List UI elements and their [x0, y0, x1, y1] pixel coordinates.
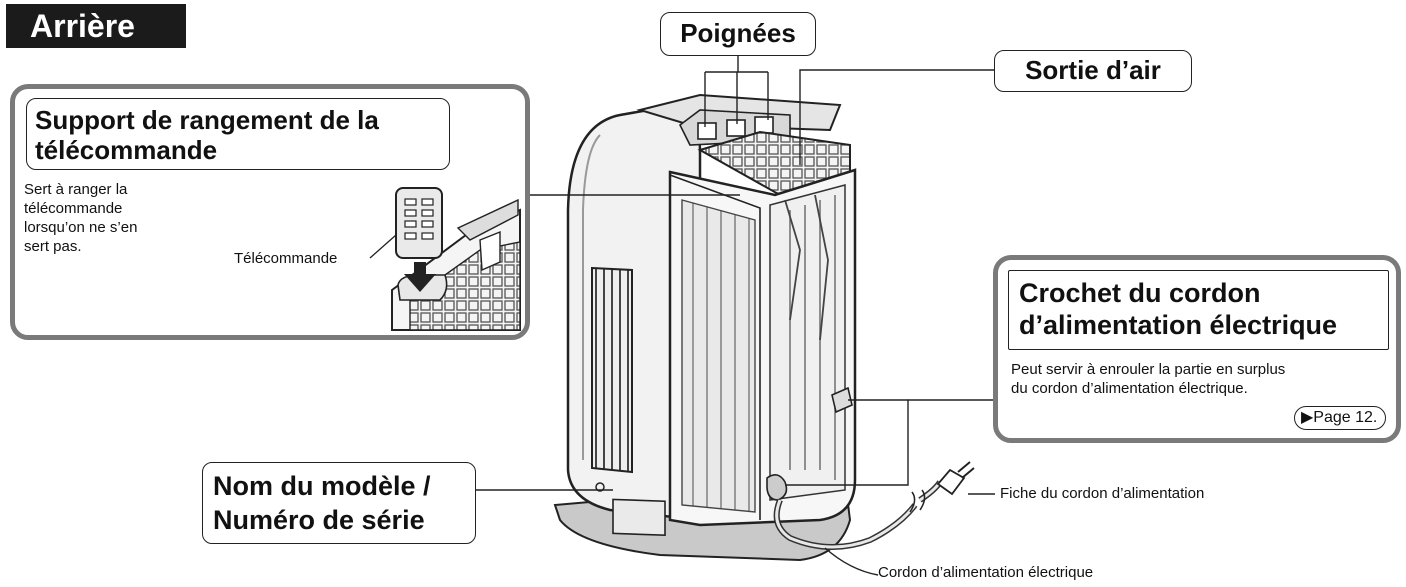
- remote-holder-title: Support de rangement de la télécommande: [26, 98, 450, 170]
- page-reference-link[interactable]: ▶Page 12.: [1294, 406, 1387, 430]
- cord-hook-desc-line: Peut servir à enrouler la partie en surp…: [1011, 361, 1286, 378]
- remote-holder-description: Sert à ranger la télécommande lorsqu’on …: [24, 180, 204, 256]
- handles-label: Poignées: [660, 12, 816, 56]
- remote-holder-desc-line: lorsqu’on ne s’en: [24, 219, 138, 236]
- remote-label: Télécommande: [234, 250, 338, 267]
- remote-holder-desc-line: télécommande: [24, 200, 123, 217]
- remote-holder-desc-line: Sert à ranger la: [24, 181, 128, 198]
- remote-holder-title-line2: télécommande: [35, 135, 218, 165]
- cord-hook-desc-line: du cordon d’alimentation électrique.: [1011, 380, 1248, 397]
- model-serial-label: Nom du modèle / Numéro de série: [202, 462, 476, 544]
- air-outlet-label-text: Sortie d’air: [1025, 55, 1161, 85]
- cord-hook-title-line2: d’alimentation électrique: [1019, 310, 1338, 340]
- plug-label: Fiche du cordon d’alimentation: [1000, 485, 1205, 502]
- remote-holder-desc-line: sert pas.: [24, 238, 82, 255]
- cord-hook-title-line1: Crochet du cordon: [1019, 278, 1261, 308]
- model-label-line1: Nom du modèle /: [213, 471, 431, 501]
- remote-holder-title-line1: Support de rangement de la: [35, 105, 379, 135]
- model-label-line2: Numéro de série: [213, 505, 425, 535]
- cord-hook-description: Peut servir à enrouler la partie en surp…: [1011, 360, 1391, 398]
- cord-hook-title: Crochet du cordon d’alimentation électri…: [1008, 270, 1389, 350]
- section-title: Arrière: [6, 4, 186, 48]
- plug-icon: [936, 461, 975, 496]
- power-cord-label: Cordon d’alimentation électrique: [878, 564, 1094, 581]
- air-outlet-label: Sortie d’air: [994, 50, 1192, 92]
- handles-label-text: Poignées: [680, 18, 796, 48]
